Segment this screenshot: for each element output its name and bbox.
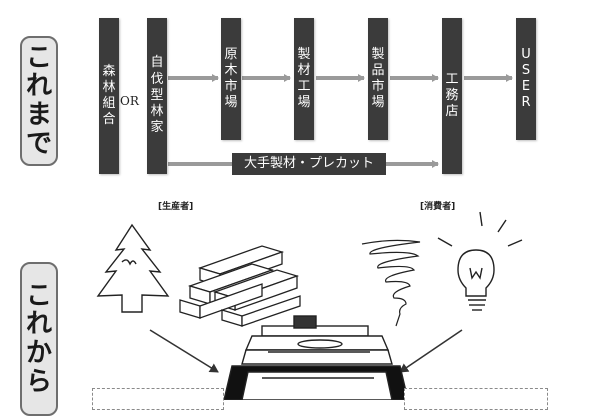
bar-char: R [521,95,531,111]
bar-forest-union: 森 林 組 合 [99,18,119,174]
label-char: か [25,338,52,368]
consumer-dashed-box [404,388,548,410]
bar-char: 林 [102,79,116,95]
bar-char: 務 [445,87,459,103]
bar-char: 自 [150,55,164,71]
bar-char: 原 [224,46,238,62]
bar-char: 伐 [150,71,164,87]
bar-char: 場 [371,95,385,111]
bar-contractor: 工 務 店 [442,18,462,174]
label-char: ら [25,366,52,397]
bar-log-market: 原 木 市 場 [221,18,241,140]
bar-self-forest-owner: 自 伐 型 林 家 [147,18,167,174]
section-label-after: こ れ か ら [20,262,58,416]
bar-char: 場 [297,95,311,111]
convergence-arrows [149,329,463,373]
bar-char: 場 [224,95,238,111]
cnc-machine-illustration [223,315,409,400]
diagram-drawing [96,74,523,400]
producer-tag: [生産者] [158,202,194,212]
bar-char: 森 [102,63,116,79]
label-char: こ [25,42,52,73]
section-label-before: こ れ ま で [20,36,58,166]
label-char: れ [25,309,52,340]
bar-char: 店 [445,104,459,120]
tree-illustration [96,223,170,313]
flow-arrows [168,74,513,168]
bar-char: 組 [102,96,116,111]
bar-char: E [521,79,531,94]
lightbulb-illustration [437,211,523,311]
bar-sawmill: 製 材 工 場 [294,18,314,140]
bar-char: 型 [150,87,164,103]
label-char: れ [25,71,52,102]
bar-char: U [521,46,531,62]
label-char: ま [25,100,52,130]
spiral-illustration [361,239,421,327]
consumer-tag: [消費者] [420,202,456,212]
log-stack-illustration [179,245,301,327]
bar-user: U S E R [516,18,536,140]
bar-char: S [521,62,531,78]
arrow-producer-to-machine [149,329,219,373]
bar-char: 製 [371,46,385,62]
bar-char: 木 [224,62,238,78]
label-char: で [25,128,52,159]
or-text: OR [120,94,139,108]
bar-char: 製 [297,46,311,62]
bypass-bar-large-sawmill-precut: 大手製材・プレカット [232,153,386,175]
label-char: こ [25,280,52,311]
arrow-consumer-to-machine [399,329,463,373]
bar-char: 市 [224,79,238,94]
bar-char: 品 [371,62,385,78]
producer-dashed-box [92,388,224,410]
bar-char: 工 [445,71,459,87]
bar-char: 合 [102,112,116,128]
bar-char: 市 [371,79,385,94]
bar-char: 工 [297,79,311,94]
bar-char: 林 [150,104,164,120]
bar-char: 家 [150,120,164,136]
bar-product-market: 製 品 市 場 [368,18,388,140]
bar-char: 材 [297,62,311,78]
